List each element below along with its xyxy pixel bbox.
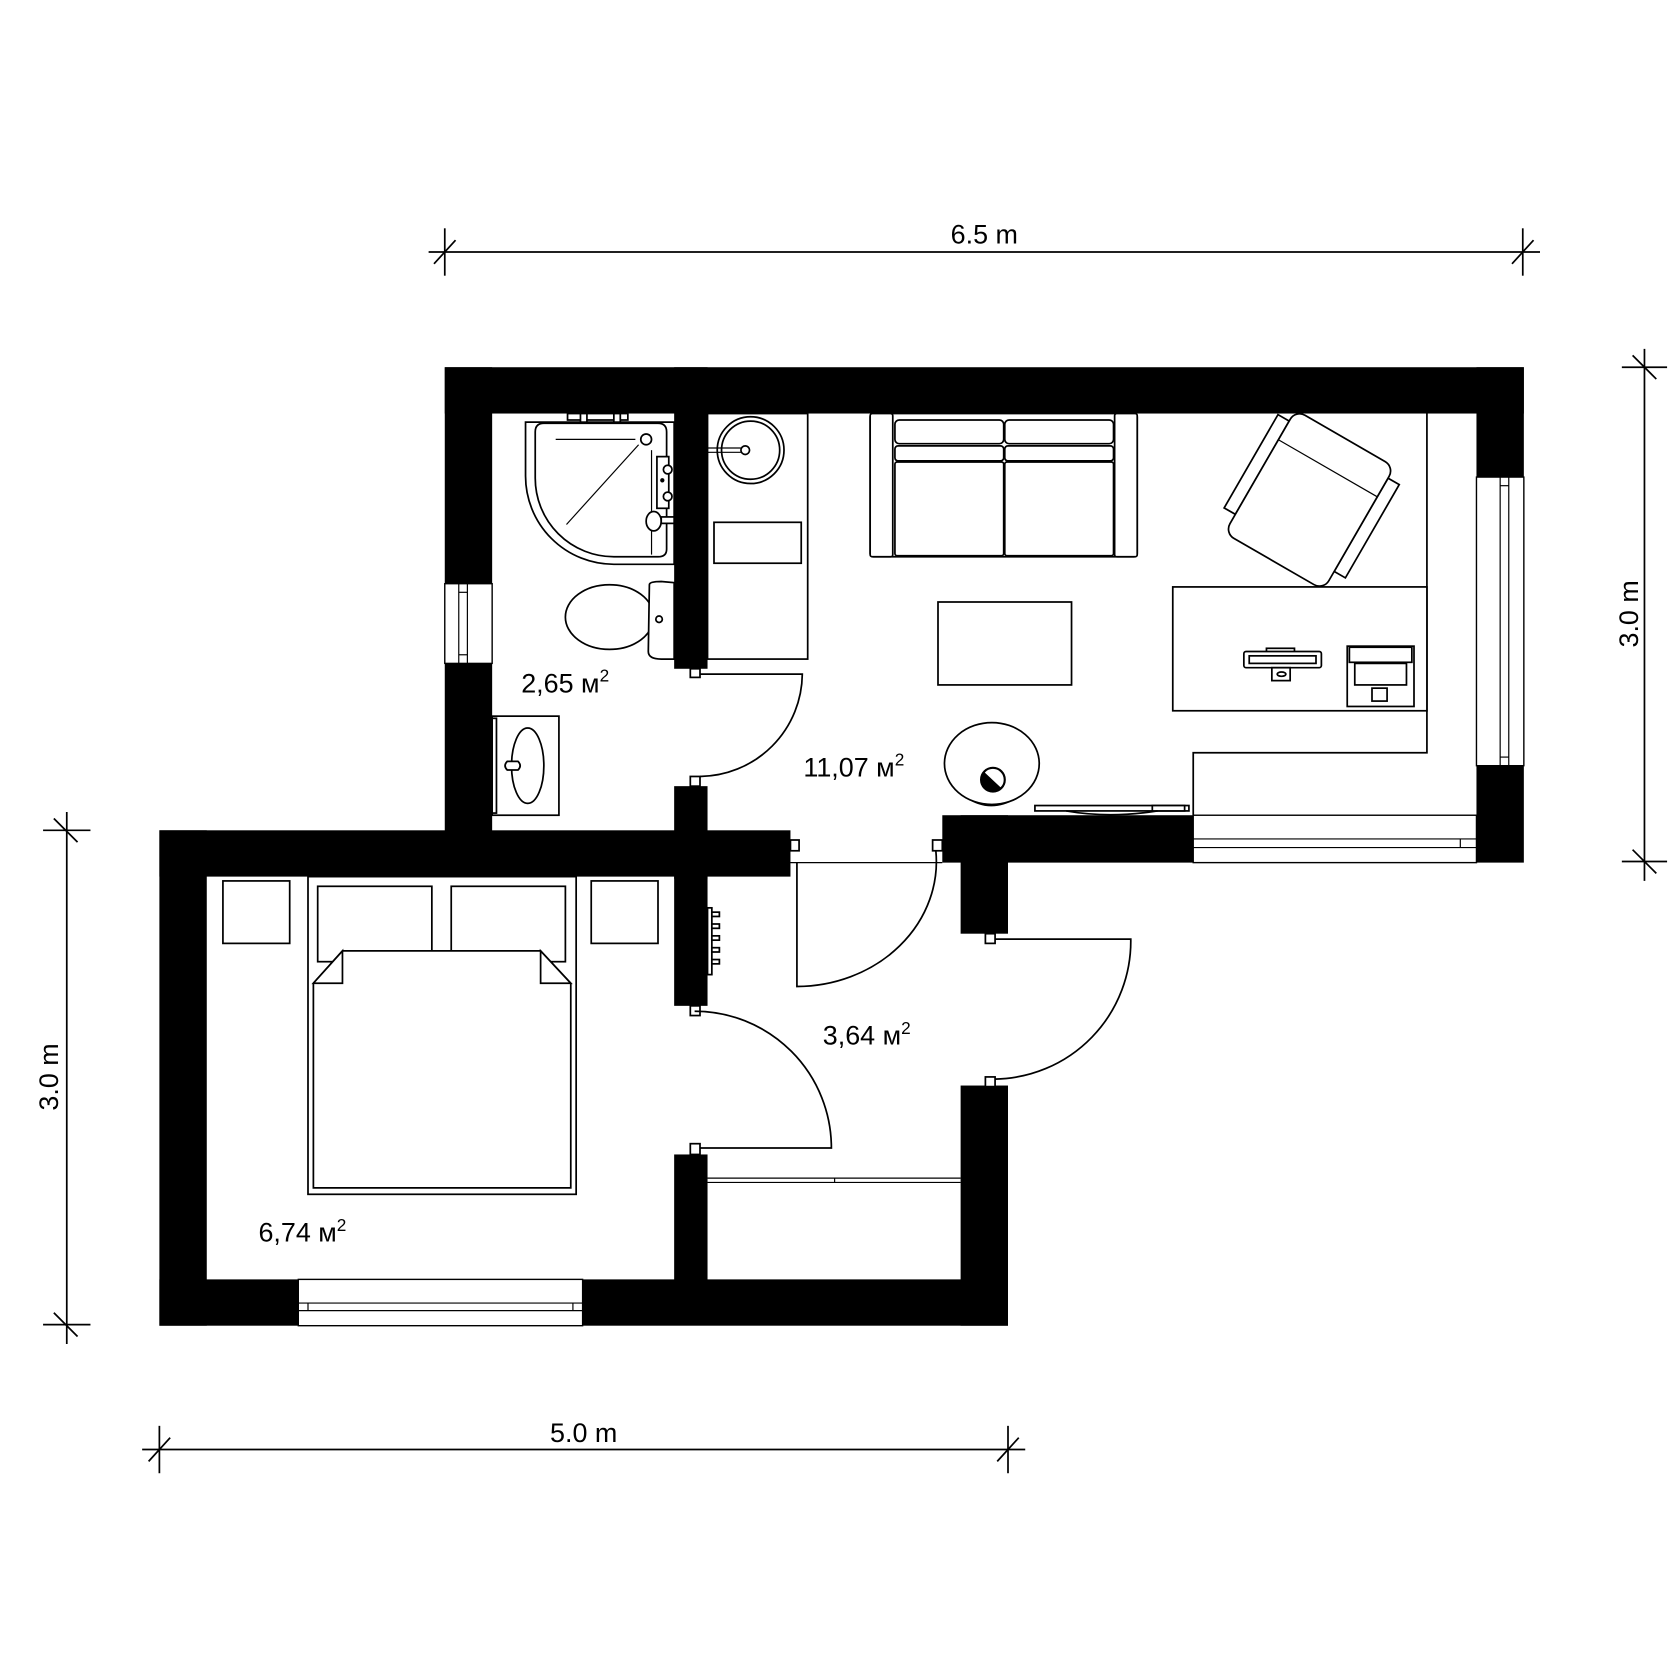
dimension-top: 6.5 m xyxy=(428,219,1540,276)
sofa-icon xyxy=(869,412,1139,558)
room-area-hallway: 3,64 м2 xyxy=(823,1018,911,1051)
vanity-sink-icon xyxy=(491,715,560,817)
windows xyxy=(297,476,1525,1327)
nightstand-right-icon xyxy=(590,880,659,945)
bathroom-fixtures xyxy=(491,412,809,817)
dimension-top-label: 6.5 m xyxy=(951,219,1018,249)
dimension-left: 3.0 m xyxy=(34,812,91,1344)
dimension-bottom-label: 5.0 m xyxy=(550,1418,617,1448)
round-chair-with-lamp-icon xyxy=(943,721,1041,807)
bedroom-furniture xyxy=(222,875,961,1196)
living-furniture xyxy=(869,412,1428,816)
dimension-right: 3.0 m xyxy=(1614,348,1668,881)
nightstand-left-icon xyxy=(222,880,291,945)
armchair-icon xyxy=(1222,412,1401,587)
bath-mat-icon xyxy=(713,521,803,565)
dimension-bottom: 5.0 m xyxy=(142,1418,1026,1474)
door-entrance xyxy=(984,932,1132,1088)
toilet-icon xyxy=(564,580,676,660)
window-bedroom-bottom xyxy=(297,1278,584,1327)
monitor-icon xyxy=(1242,647,1323,682)
utility-nook xyxy=(706,412,809,660)
coffee-table-icon xyxy=(937,601,1073,686)
room-area-bedroom: 6,74 м2 xyxy=(258,1215,346,1248)
window-living-bottom xyxy=(1192,814,1478,864)
doors xyxy=(689,667,1132,1156)
radiator-icon xyxy=(706,906,721,976)
double-bed-icon xyxy=(307,875,578,1196)
area-labels: 2,65 м2 11,07 м2 3,64 м2 6,74 м2 xyxy=(258,666,910,1248)
window-bathroom-left xyxy=(444,582,493,665)
door-bathroom xyxy=(689,667,804,788)
wardrobe-icon xyxy=(707,1177,961,1184)
shower-mixer-icon xyxy=(645,455,676,532)
door-bedroom xyxy=(689,1004,833,1156)
dimension-right-label: 3.0 m xyxy=(1614,580,1644,647)
laptop-icon xyxy=(1346,645,1415,708)
room-area-bathroom: 2,65 м2 xyxy=(521,666,609,699)
walls xyxy=(159,367,1524,1326)
room-area-living: 11,07 м2 xyxy=(803,750,904,783)
pillow-left-icon xyxy=(316,885,433,963)
tv-panel-icon xyxy=(1034,804,1190,816)
window-living-right xyxy=(1475,476,1525,767)
door-living xyxy=(789,839,944,988)
corner-shower-icon xyxy=(524,412,676,566)
dimension-left-label: 3.0 m xyxy=(34,1043,64,1110)
